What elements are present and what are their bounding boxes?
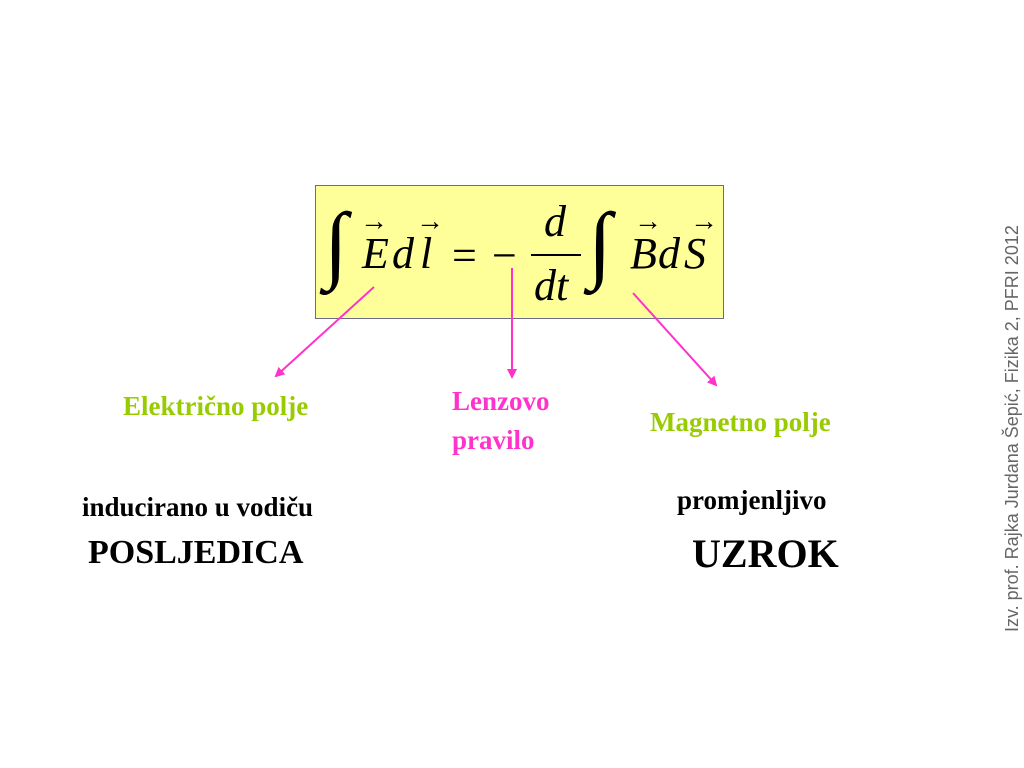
integral-sign-right: ∫: [588, 195, 612, 291]
arrow-to-electric-field: [274, 286, 375, 378]
fraction-numerator: d: [544, 197, 566, 246]
label-consequence: POSLJEDICA: [88, 534, 304, 571]
symbol-d: d: [392, 229, 414, 278]
formula-box: ∫ → E d → l = − d dt ∫ → B d → S: [315, 185, 724, 319]
equals-sign: =: [452, 231, 477, 280]
label-electric-field: Električno polje: [123, 391, 309, 421]
label-variable: promjenljivo: [677, 485, 827, 515]
label-induced: inducirano u vodiču: [82, 492, 314, 522]
vector-arrow-s: →: [690, 206, 718, 237]
label-lenz-line2: pravilo: [452, 425, 535, 455]
symbol-s: S: [684, 229, 706, 278]
symbol-l: l: [420, 229, 433, 278]
label-lenz-line1: Lenzovo: [452, 386, 550, 416]
author-caption: Izv. prof. Rajka Jurdana Šepić, Fizika 2…: [1002, 225, 1022, 632]
symbol-e: E: [362, 229, 389, 278]
integral-sign-left: ∫: [324, 195, 348, 291]
vector-arrow-b: →: [634, 206, 662, 237]
arrow-to-magnetic-field: [632, 292, 718, 387]
fraction-denominator: dt: [534, 261, 569, 310]
label-magnetic-field: Magnetno polje: [650, 407, 831, 437]
vector-arrow-e: →: [360, 206, 388, 237]
vector-arrow-l: →: [416, 206, 444, 237]
label-cause: UZROK: [692, 531, 839, 576]
symbol-b: B: [630, 229, 657, 278]
symbol-d2: d: [658, 229, 680, 278]
fraction-line: [531, 254, 581, 256]
